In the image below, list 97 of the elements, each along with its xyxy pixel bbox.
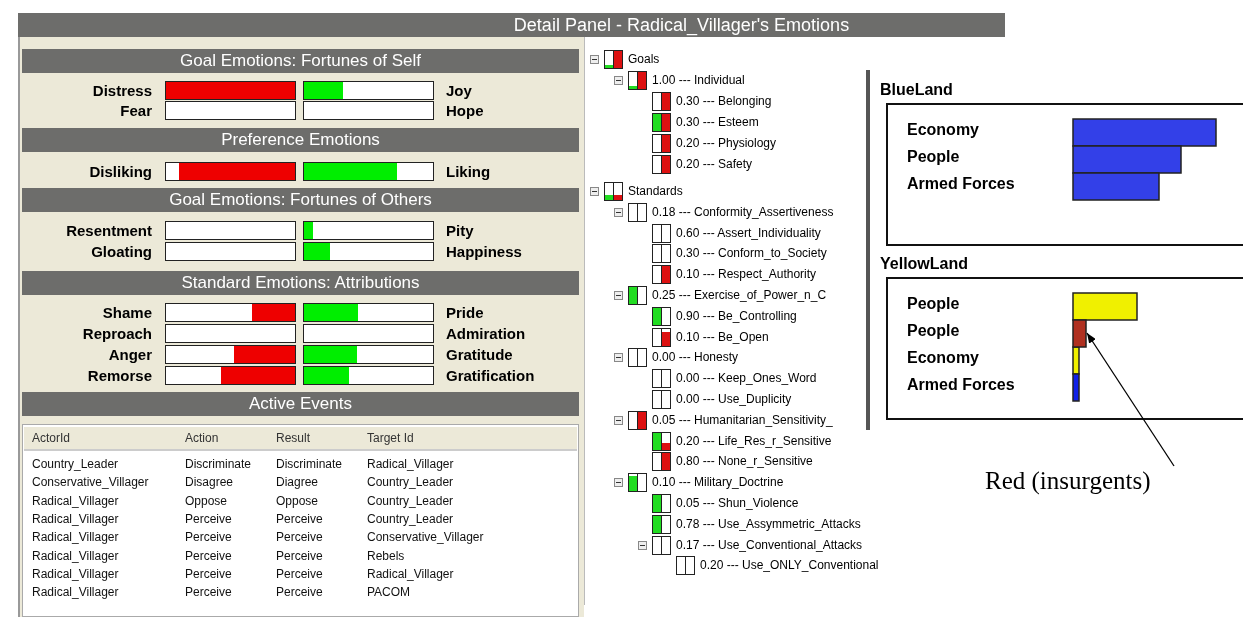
table-cell-text: Perceive (185, 585, 232, 600)
section-header: Goal Emotions: Fortunes of Self (22, 49, 579, 73)
emotion-label: Distress (91, 81, 152, 100)
table-cell-text: Country_Leader (367, 493, 454, 508)
table-cell-text: Radical_Villager (32, 585, 119, 600)
section-header: Active Events (22, 392, 579, 416)
table-cell-text: Country_Leader (367, 511, 454, 526)
emotion-label: Fear (119, 101, 152, 120)
tree-item-text: 0.17 --- Use_Conventional_Attacks (676, 536, 863, 554)
annotation-text: Red (insurgents) (985, 466, 1151, 496)
tree-item-text: 0.25 --- Exercise_of_Power_n_C (652, 287, 827, 304)
emotion-label: Admiration (446, 324, 526, 343)
emotion-label: Reproach (81, 324, 152, 343)
tree-item-text: 0.05 --- Shun_Violence (676, 495, 799, 512)
tree-item-text: Goals (628, 51, 660, 68)
table-cell-text: Radical_Villager (32, 511, 119, 526)
table-cell-text: Radical_Villager (32, 530, 119, 545)
tree-item-text: 0.20 --- Safety (676, 156, 753, 173)
table-cell-text: PACOM (367, 585, 411, 600)
category-label: Economy (907, 348, 979, 368)
tree-item-text: 0.00 --- Keep_Ones_Word (676, 370, 817, 388)
emotion-label: Gratitude (446, 345, 513, 364)
tree-item-text: Standards (628, 183, 683, 200)
section-header: Standard Emotions: Attributions (22, 271, 579, 295)
tree-item-text: 0.10 --- Be_Open (676, 328, 769, 346)
emotion-label: Gratification (446, 366, 535, 385)
table-cell-text: Rebels (367, 548, 405, 563)
table-cell-text: Radical_Villager (32, 566, 119, 581)
table-cell-text: Perceive (185, 548, 232, 563)
table-cell-text: Perceive (276, 530, 323, 545)
column-header: Result (276, 431, 310, 445)
table-cell-text: Radical_Villager (32, 493, 119, 508)
tree-item-text: 0.60 --- Assert_Individuality (676, 224, 821, 242)
table-cell-text: Oppose (185, 493, 228, 508)
table-cell-text: Conservative_Villager (32, 475, 149, 490)
table-cell-text: Perceive (276, 585, 323, 600)
category-label: Armed Forces (907, 375, 1015, 395)
emotion-label: Disliking (88, 162, 152, 181)
column-header: ActorId (32, 431, 70, 445)
tree-item-text: 0.00 --- Honesty (652, 349, 739, 367)
section-header: Goal Emotions: Fortunes of Others (22, 188, 579, 212)
tree-item-text: 0.80 --- None_r_Sensitive (676, 453, 813, 471)
table-cell-text: Radical_Villager (367, 457, 454, 471)
table-cell-text: Oppose (276, 493, 319, 508)
chart-bar (1072, 319, 1087, 348)
leader-arrow (1086, 332, 1175, 467)
tree-item-text: 1.00 --- Individual (652, 72, 745, 89)
table-cell-text: Diagree (276, 475, 319, 490)
table-cell-text: Radical_Villager (32, 548, 119, 563)
section-header: Preference Emotions (22, 128, 579, 152)
table-cell-text: Perceive (276, 566, 323, 581)
tree-item-text: 0.78 --- Use_Assymmetric_Attacks (676, 515, 861, 533)
tree-item-text: 0.20 --- Use_ONLY_Conventional (700, 557, 879, 575)
emotion-label: Hope (446, 101, 484, 120)
chart-title: BlueLand (880, 80, 953, 100)
table-cell-text: Perceive (185, 530, 232, 545)
tree-item-text: 0.18 --- Conformity_Assertiveness (652, 203, 834, 221)
tree-item-text: 0.30 --- Esteem (676, 114, 759, 131)
emotion-label: Shame (101, 303, 152, 322)
table-cell-text: Perceive (276, 511, 323, 526)
tree-item-text: 0.10 --- Respect_Authority (676, 266, 817, 284)
emotion-label: Anger (107, 345, 152, 364)
tree-item-text: 0.90 --- Be_Controlling (676, 307, 797, 325)
emotion-label: Gloating (90, 242, 152, 261)
table-cell-text: Discriminate (276, 457, 342, 471)
tree-item-text: 0.10 --- Military_Doctrine (652, 474, 784, 492)
tree-item-text: 0.00 --- Use_Duplicity (676, 391, 792, 408)
table-cell-text: Perceive (185, 511, 232, 526)
emotion-label: Pity (446, 221, 474, 240)
table-cell-text: Perceive (276, 548, 323, 563)
table-cell-text: Conservative_Villager (367, 530, 484, 545)
column-header: Target Id (367, 431, 414, 445)
title-bar: Detail Panel - Radical_Villager's Emotions (18, 13, 1005, 37)
emotion-label: Resentment (65, 221, 152, 240)
emotion-label: Pride (446, 303, 484, 322)
category-label: People (907, 294, 960, 314)
category-label: Economy (907, 120, 979, 140)
emotion-label: Liking (446, 162, 491, 181)
category-label: People (907, 147, 960, 167)
column-header: Action (185, 431, 219, 445)
emotion-label: Happiness (446, 242, 522, 261)
tree-item-text: 0.30 --- Conform_to_Society (676, 245, 827, 263)
table-cell-text: Perceive (185, 566, 232, 581)
table-cell-text: Discriminate (185, 457, 251, 471)
tree-item-text: 0.20 --- Life_Res_r_Sensitive (676, 432, 832, 450)
tree-item-text: 0.20 --- Physiology (676, 135, 777, 152)
tree-item-text: 0.05 --- Humanitarian_Sensitivity_ (652, 411, 833, 429)
emotion-label: Remorse (86, 366, 152, 385)
emotion-label: Joy (446, 81, 472, 100)
category-label: People (907, 321, 960, 341)
chart-title: YellowLand (880, 254, 968, 274)
table-cell-text: Disagree (185, 475, 234, 490)
category-label: Armed Forces (907, 174, 1015, 194)
tree-item-text: 0.30 --- Belonging (676, 93, 772, 110)
table-cell-text: Country_Leader (367, 475, 454, 490)
table-cell-text: Country_Leader (32, 457, 119, 471)
table-cell-text: Radical_Villager (367, 566, 454, 581)
